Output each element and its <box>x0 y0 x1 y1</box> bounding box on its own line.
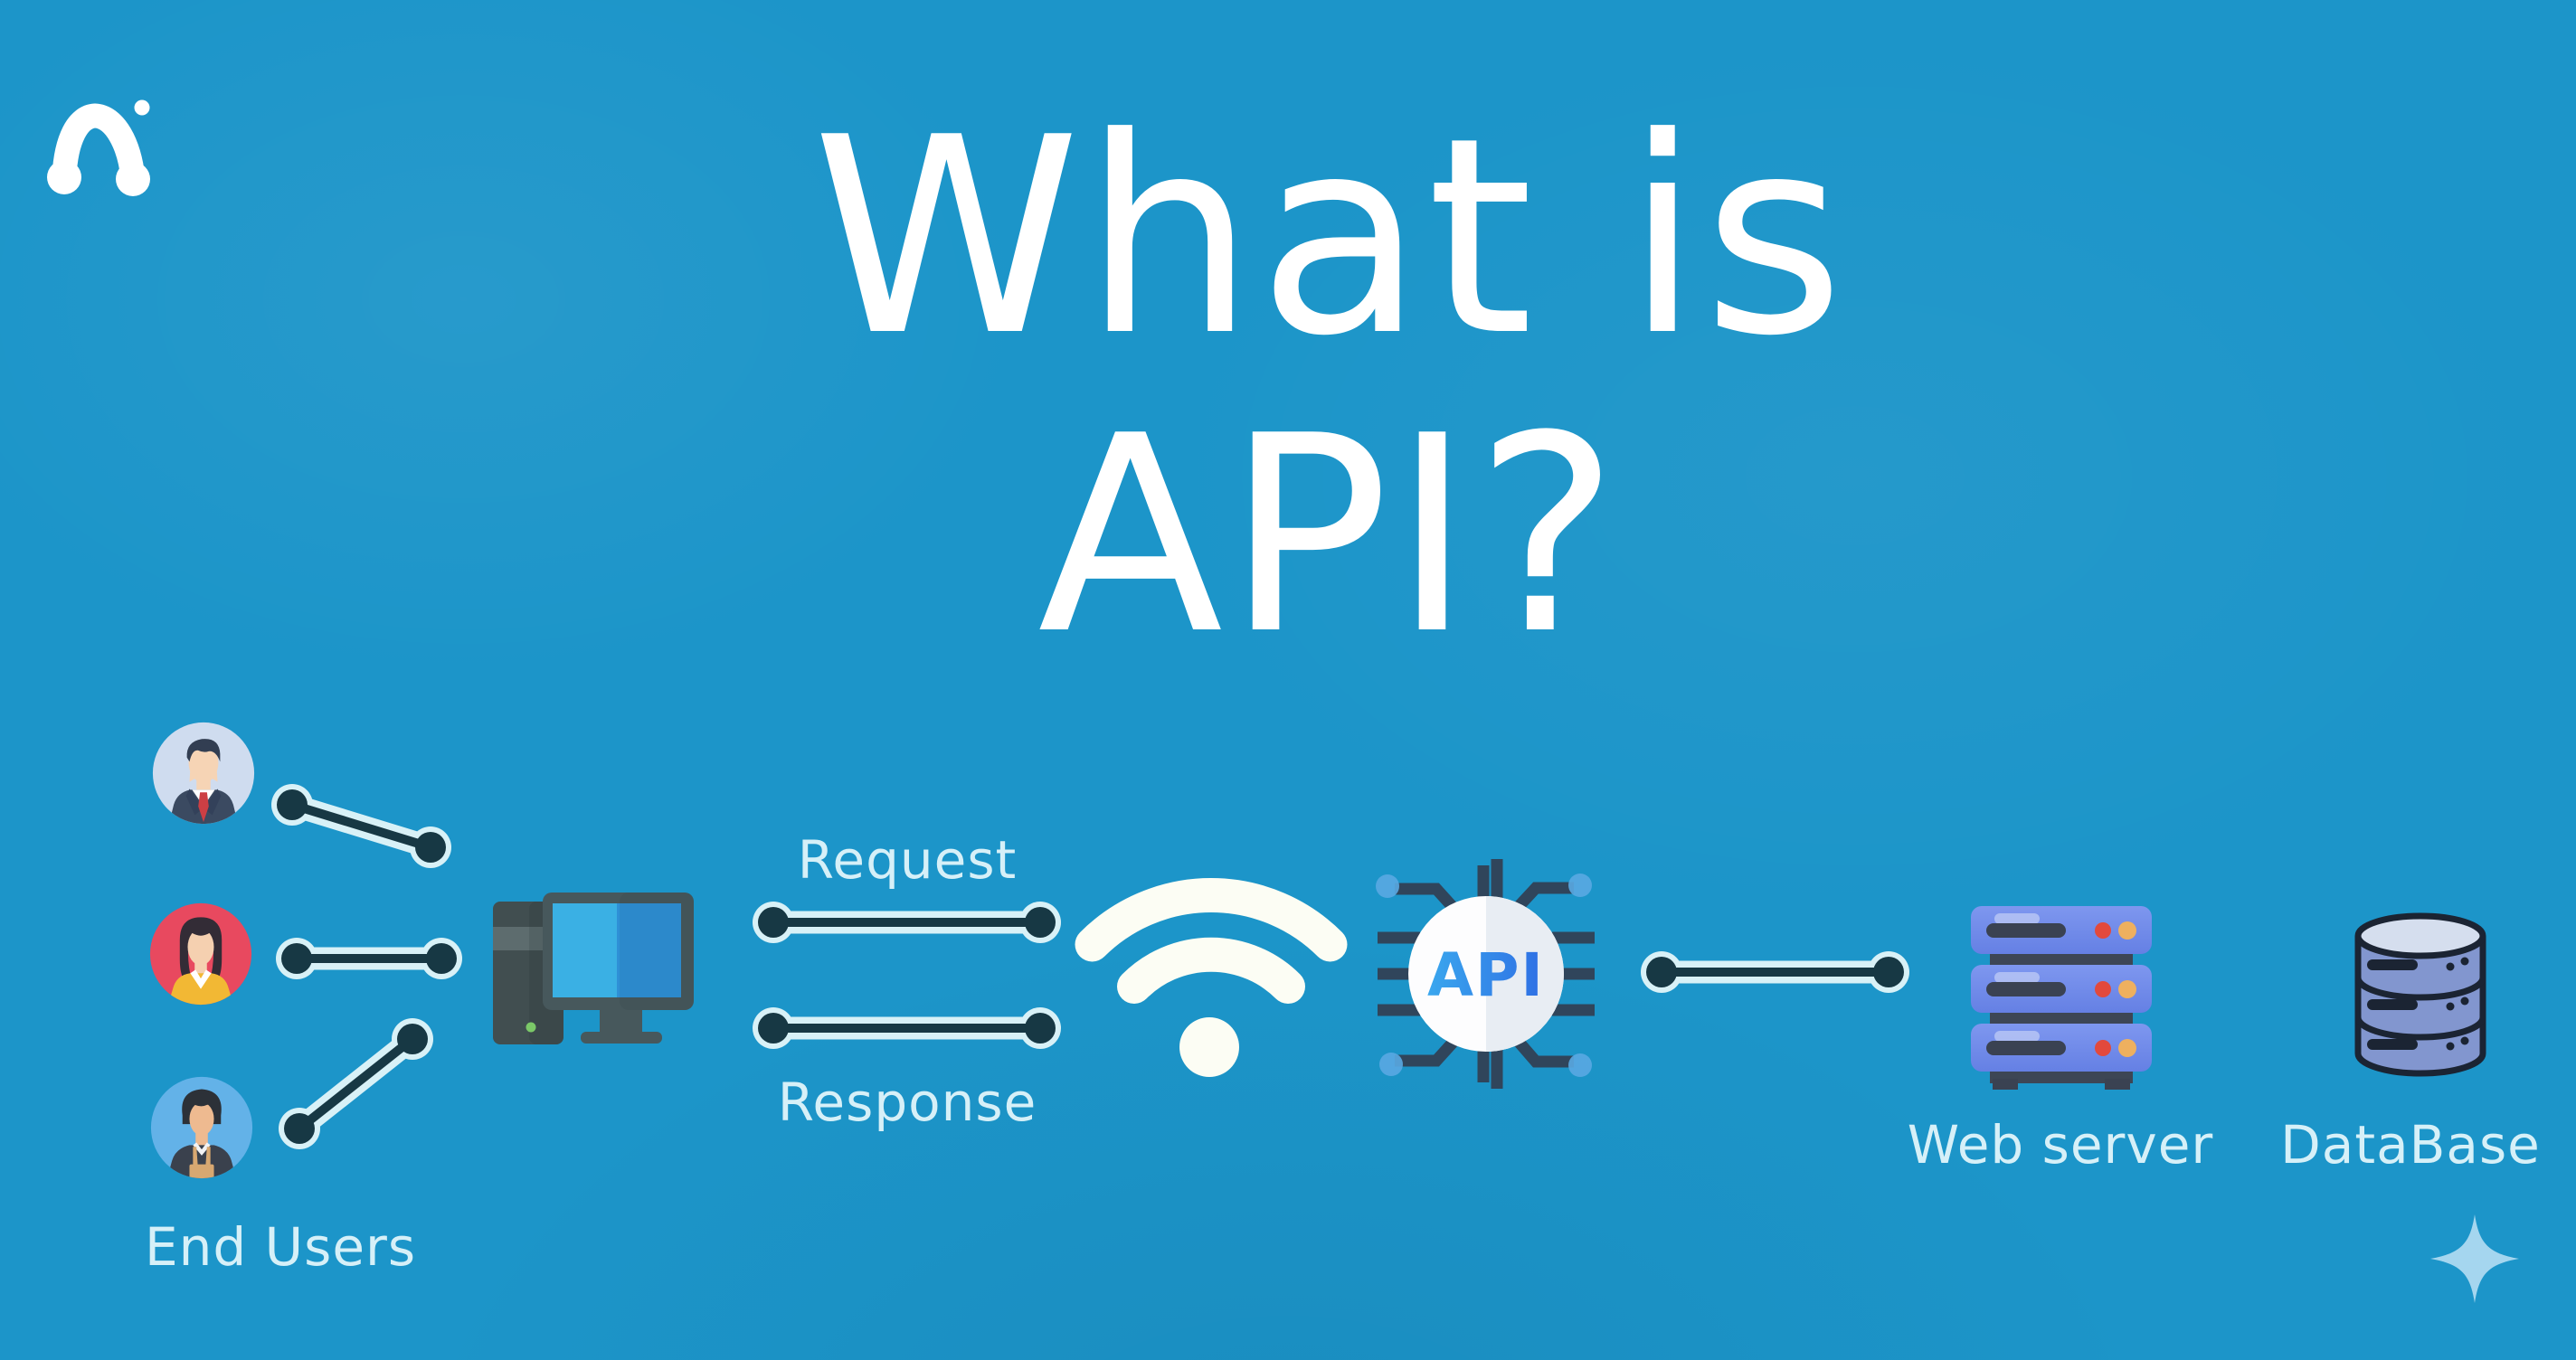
sparkle-icon <box>2430 1214 2519 1303</box>
web-server-icon <box>1971 906 2152 1090</box>
connector-user1-computer <box>271 784 451 868</box>
request-label: Request <box>797 829 1018 891</box>
title-line-2: API? <box>1037 378 1622 694</box>
connector-request <box>753 902 1061 943</box>
businesswoman-avatar-icon <box>149 902 252 1006</box>
page-title: What is API? <box>0 89 2576 685</box>
connector-user3-computer <box>279 1018 433 1149</box>
end-users-label: End Users <box>145 1216 417 1278</box>
database-label: DataBase <box>2280 1114 2541 1176</box>
api-chip-text: API <box>1427 940 1545 1010</box>
young-man-avatar-icon <box>150 1076 253 1179</box>
connector-api-webserver <box>1641 951 1909 993</box>
api-chip-icon: API <box>1376 859 1595 1089</box>
response-label: Response <box>777 1072 1037 1133</box>
web-server-label: Web server <box>1907 1114 2214 1176</box>
businessman-avatar-icon <box>152 722 255 825</box>
title-line-1: What is <box>811 80 1848 395</box>
database-icon <box>2354 912 2486 1077</box>
connector-response <box>753 1007 1061 1049</box>
connector-user2-computer <box>276 938 462 979</box>
desktop-computer-icon <box>493 892 694 1044</box>
wifi-icon <box>1075 878 1348 1077</box>
brand-logo-icon <box>47 99 150 196</box>
